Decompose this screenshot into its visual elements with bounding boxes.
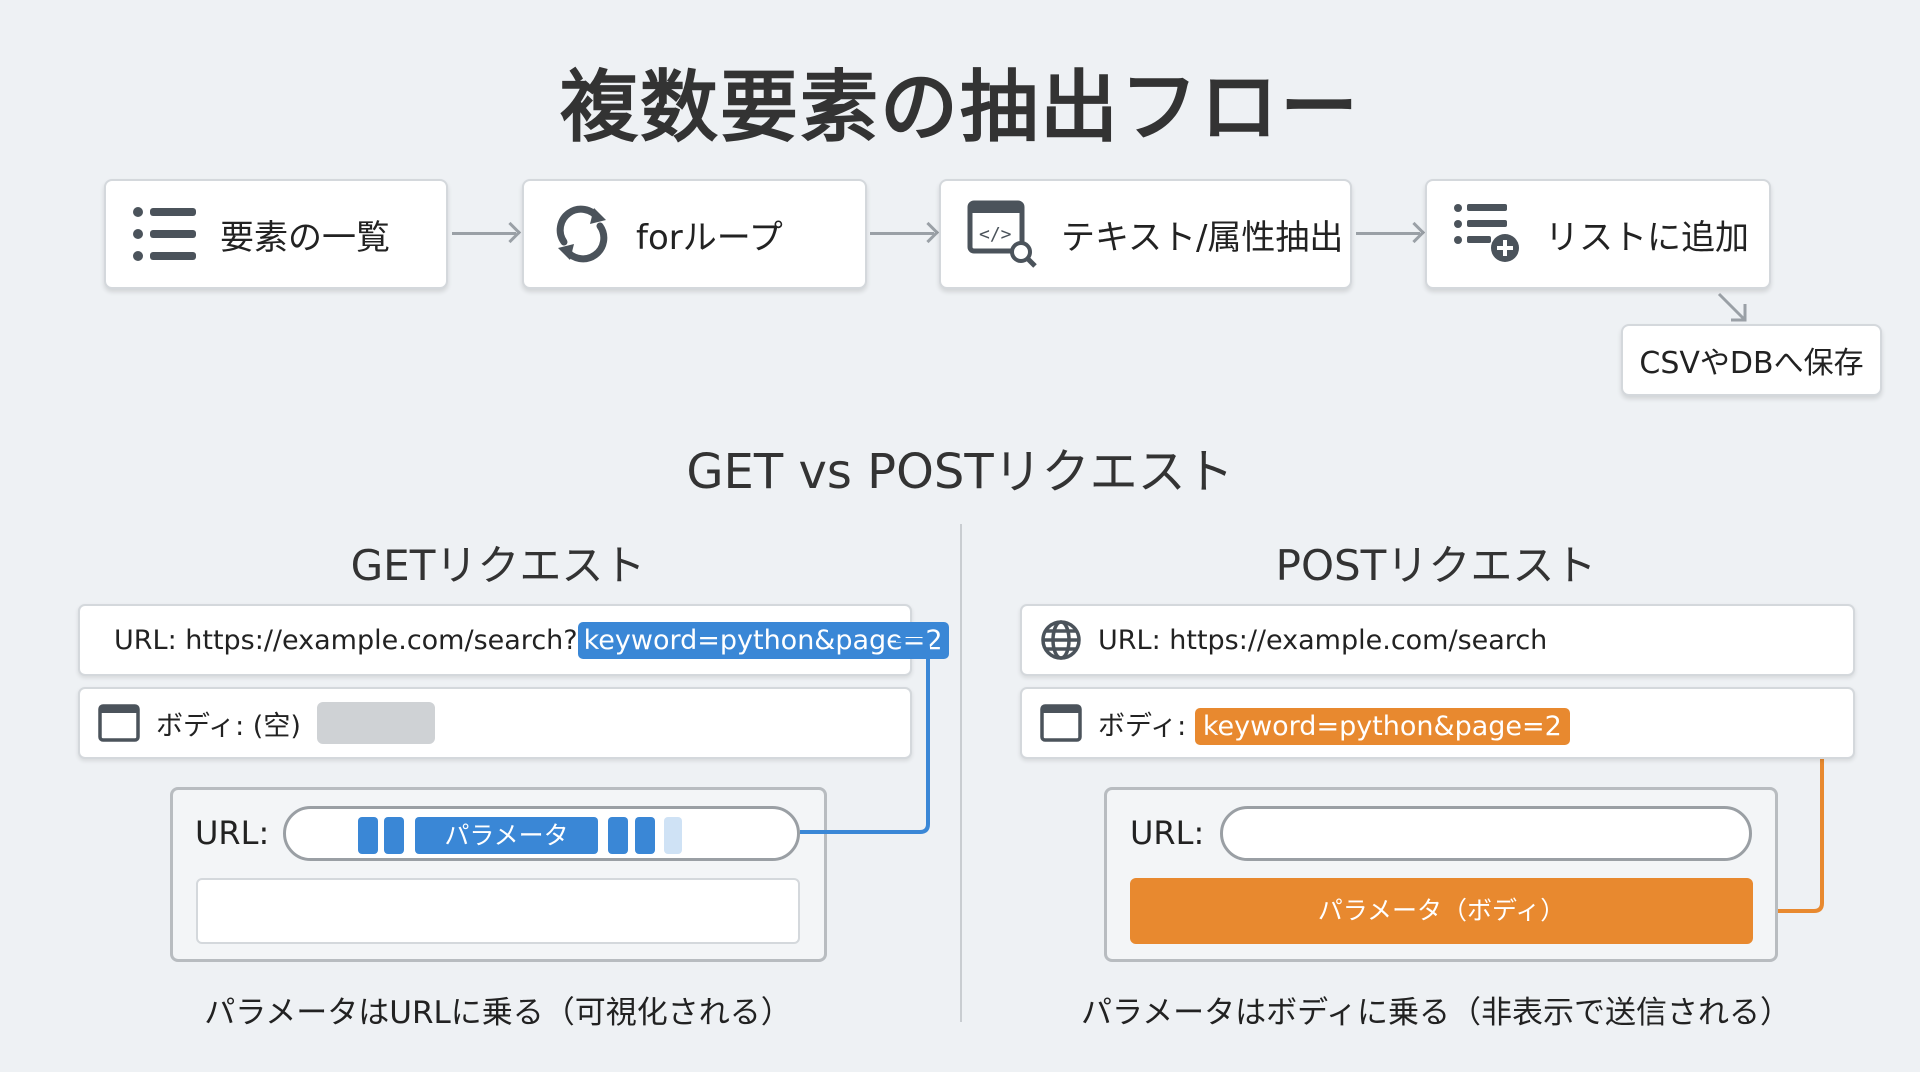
param-segment bbox=[384, 817, 404, 854]
param-segment bbox=[358, 817, 378, 854]
list-icon bbox=[133, 207, 196, 261]
flow-arrow bbox=[870, 232, 934, 235]
svg-text:</>: </> bbox=[979, 224, 1012, 245]
window-icon bbox=[98, 704, 140, 742]
get-url-params: keyword=python&page=2 bbox=[577, 621, 949, 659]
flow-arrow bbox=[1356, 232, 1420, 235]
post-url-text: URL: https://example.com/search bbox=[1098, 624, 1548, 656]
get-body-row: ボディ: (空) bbox=[78, 687, 912, 759]
empty-body-placeholder bbox=[316, 702, 435, 744]
flow-step-label: リストに追加 bbox=[1545, 217, 1749, 258]
window-icon bbox=[1040, 704, 1082, 742]
divider bbox=[960, 524, 962, 1022]
flow-step-append: リストに追加 bbox=[1425, 179, 1771, 289]
flow-step-extract: </> テキスト/属性抽出 bbox=[939, 179, 1352, 289]
post-url-row: URL: https://example.com/search bbox=[1020, 604, 1855, 676]
get-caption: パラメータはURLに乗る（可視化される） bbox=[204, 995, 792, 1031]
get-url-text: URL: https://example.com/search? bbox=[114, 624, 578, 656]
param-segment bbox=[608, 817, 628, 854]
post-url-bar bbox=[1220, 806, 1752, 861]
get-url-bar: パラメータ bbox=[283, 806, 800, 861]
param-segment bbox=[635, 817, 655, 854]
get-inner-url-label: URL: bbox=[195, 814, 270, 852]
post-param-bar: パラメータ（ボディ） bbox=[1130, 878, 1753, 944]
param-segment bbox=[664, 817, 682, 854]
post-body-params: keyword=python&page=2 bbox=[1194, 707, 1570, 745]
get-empty-body bbox=[196, 878, 800, 944]
flow-arrow bbox=[452, 232, 516, 235]
refresh-icon bbox=[556, 205, 608, 263]
flow-step-for-loop: forループ bbox=[522, 179, 867, 289]
param-chip: パラメータ bbox=[415, 817, 598, 854]
flow-step-label: テキスト/属性抽出 bbox=[1061, 217, 1344, 258]
page-title: 複数要素の抽出フロー bbox=[559, 63, 1360, 153]
get-body-label: ボディ: (空) bbox=[156, 710, 301, 742]
list-add-icon bbox=[1454, 204, 1519, 262]
get-heading: GETリクエスト bbox=[350, 541, 646, 590]
get-url-row: URL: https://example.com/search?keyword=… bbox=[78, 604, 949, 676]
save-label: CSVやDBへ保存 bbox=[1639, 346, 1864, 381]
flow-step-label: 要素の一覧 bbox=[220, 217, 390, 258]
post-inner-url-label: URL: bbox=[1130, 814, 1205, 852]
code-search-icon: </> bbox=[967, 200, 1037, 268]
globe-icon bbox=[1041, 620, 1081, 660]
post-heading: POSTリクエスト bbox=[1275, 541, 1597, 590]
section-title: GET vs POSTリクエスト bbox=[686, 444, 1234, 500]
post-body-row: ボディ: keyword=python&page=2 bbox=[1020, 687, 1855, 759]
save-arrow bbox=[1717, 292, 1747, 322]
post-caption: パラメータはボディに乗る（非表示で送信される） bbox=[1081, 995, 1791, 1031]
flow-step-element-list: 要素の一覧 bbox=[104, 179, 448, 289]
post-body-label: ボディ: bbox=[1098, 710, 1187, 742]
save-box: CSVやDBへ保存 bbox=[1621, 324, 1882, 396]
flow-step-label: forループ bbox=[636, 217, 783, 258]
